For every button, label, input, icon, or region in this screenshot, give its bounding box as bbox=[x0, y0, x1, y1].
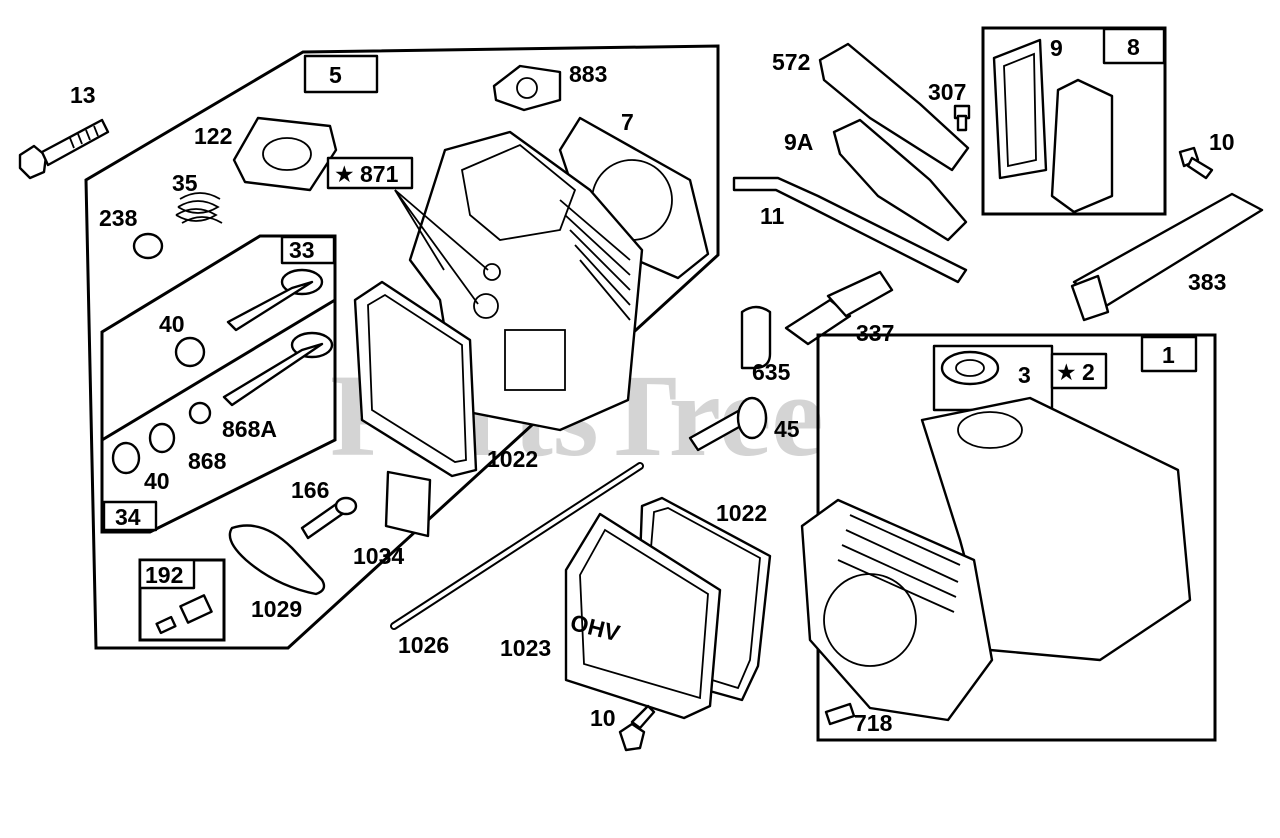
part-1034-plate bbox=[384, 470, 432, 538]
part-1029-rocker bbox=[228, 524, 326, 596]
valve-exhaust bbox=[222, 331, 334, 407]
part-40-retainer-b bbox=[111, 441, 141, 475]
box-1 bbox=[1140, 335, 1198, 373]
part-9-gasket bbox=[992, 38, 1048, 180]
group-5-outline bbox=[84, 44, 720, 650]
part-337-label: 337 bbox=[856, 320, 894, 346]
part-122-spacer bbox=[232, 116, 338, 192]
part-10-screw-top bbox=[1178, 146, 1214, 180]
box-5 bbox=[303, 54, 379, 94]
part-1-crankcase bbox=[800, 396, 1192, 722]
box-192-label: 192 bbox=[145, 562, 183, 588]
box-34-label: 34 bbox=[115, 504, 141, 530]
part-307-screw bbox=[953, 104, 971, 132]
part-35-label: 35 bbox=[172, 170, 198, 196]
part-868-seal bbox=[148, 422, 176, 454]
part-1034-label: 1034 bbox=[353, 543, 404, 569]
part-1026-pushrod-inner bbox=[392, 464, 642, 628]
part-635-elbow bbox=[740, 305, 772, 370]
box-871-star: ★ bbox=[334, 161, 355, 187]
box-34 bbox=[102, 500, 158, 532]
part-166-label: 166 bbox=[291, 477, 329, 503]
box-8-label: 8 bbox=[1127, 34, 1140, 60]
part-1029-label: 1029 bbox=[251, 596, 302, 622]
part-1022b-label: 1022 bbox=[716, 500, 767, 526]
part-10b-label: 10 bbox=[590, 705, 616, 731]
part-883-gasket bbox=[492, 64, 562, 112]
part-307-label: 307 bbox=[928, 79, 966, 105]
part-572-label: 572 bbox=[772, 49, 810, 75]
part-9-label: 9 bbox=[1050, 35, 1063, 61]
part-238-plug bbox=[132, 232, 164, 260]
part-166-stud bbox=[300, 496, 358, 540]
box-8 bbox=[1102, 27, 1166, 65]
part-635-label: 635 bbox=[752, 359, 791, 385]
part-883-label: 883 bbox=[569, 61, 607, 87]
valve-intake bbox=[226, 268, 324, 332]
part-10-screw-bottom bbox=[618, 704, 656, 752]
box-2-label: 2 bbox=[1082, 359, 1095, 385]
part-45-tube bbox=[688, 396, 768, 452]
part-3-seal bbox=[940, 350, 1000, 386]
box-871-label: 871 bbox=[360, 161, 399, 187]
part-238-label: 238 bbox=[99, 205, 138, 231]
valve-group-outline bbox=[100, 234, 337, 534]
part-8-breather bbox=[1050, 78, 1114, 214]
part-1022a-label: 1022 bbox=[487, 446, 538, 472]
part-718-pin bbox=[824, 702, 856, 726]
part-337-spark-plug bbox=[784, 270, 894, 346]
group-8-outline bbox=[981, 26, 1167, 216]
part-1026-label: 1026 bbox=[398, 632, 449, 658]
part-1022-gasket-a bbox=[353, 280, 478, 478]
leader-871-a bbox=[394, 189, 479, 305]
part-868-label: 868 bbox=[188, 448, 227, 474]
part-11-label: 11 bbox=[760, 203, 785, 229]
box-33-label: 33 bbox=[289, 237, 315, 263]
part-40b-label: 40 bbox=[144, 468, 170, 494]
box-1-label: 1 bbox=[1162, 342, 1175, 368]
leader-871-c bbox=[394, 189, 445, 271]
part-383-handle bbox=[1070, 192, 1264, 322]
part-9a-label: 9A bbox=[784, 129, 813, 155]
valve-group-divider bbox=[101, 298, 336, 442]
part-718-label: 718 bbox=[854, 710, 893, 736]
part-10a-label: 10 bbox=[1209, 129, 1235, 155]
part-383-label: 383 bbox=[1188, 269, 1226, 295]
part-35-spring bbox=[175, 192, 223, 224]
part-40-retainer-a bbox=[174, 336, 206, 368]
part-1023-label: 1023 bbox=[500, 635, 551, 661]
part-13-label: 13 bbox=[70, 82, 96, 108]
part-572-gasket bbox=[818, 42, 970, 172]
part-7-label: 7 bbox=[621, 109, 634, 135]
part-13-bolt bbox=[18, 118, 110, 180]
part-11-tube bbox=[732, 176, 968, 284]
part-868a-washer bbox=[188, 401, 212, 425]
part-3-label: 3 bbox=[1018, 362, 1031, 388]
box-33 bbox=[280, 235, 336, 265]
box-5-label: 5 bbox=[329, 62, 342, 88]
part-45-label: 45 bbox=[774, 416, 800, 442]
box-192 bbox=[138, 558, 196, 590]
leader-871-b bbox=[394, 189, 489, 271]
part-9a-gasket bbox=[832, 118, 968, 242]
box-2-star: ★ bbox=[1056, 359, 1077, 385]
box-871 bbox=[326, 156, 414, 190]
box-2 bbox=[1050, 352, 1108, 390]
part-192-fitting bbox=[155, 594, 213, 635]
part-40a-label: 40 bbox=[159, 311, 185, 337]
part-1023-valve-cover: OHV bbox=[564, 512, 722, 720]
part-122-label: 122 bbox=[194, 123, 232, 149]
part-868a-label: 868A bbox=[222, 416, 277, 442]
